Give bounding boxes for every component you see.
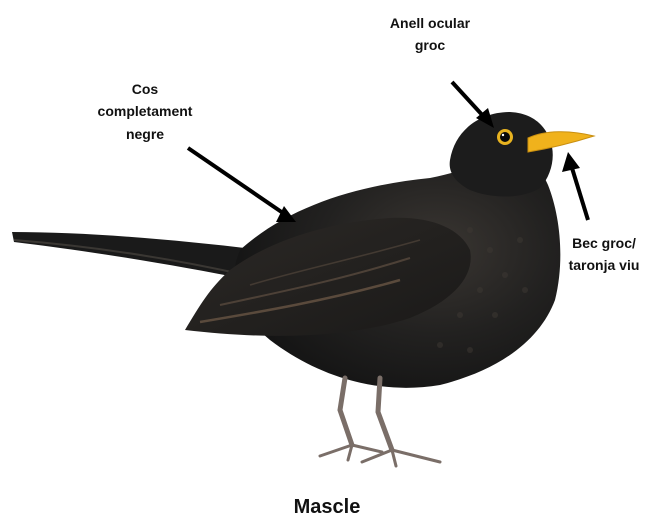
label-body-line1: Cos (70, 78, 220, 100)
eye-highlight (502, 134, 504, 136)
arrow-body (188, 148, 296, 222)
label-eye-ring-line1: Anell ocular (360, 12, 500, 34)
bird-feet (320, 445, 440, 466)
bird-eye (500, 132, 510, 142)
label-eye-ring: Anell ocular groc (360, 12, 500, 57)
arrow-eye-ring (452, 82, 494, 128)
arrow-beak (562, 152, 588, 220)
label-beak: Bec groc/ taronja viu (556, 232, 652, 277)
label-body: Cos completament negre (70, 78, 220, 145)
bird-beak (528, 132, 594, 152)
label-body-line3: negre (70, 123, 220, 145)
label-body-line2: completament (70, 100, 220, 122)
bird-tail (12, 232, 262, 280)
label-eye-ring-line2: groc (360, 34, 500, 56)
figure-caption: Mascle (0, 496, 654, 519)
bird-head (450, 112, 553, 197)
bird-legs (340, 378, 392, 450)
label-beak-line2: taronja viu (556, 254, 652, 276)
label-beak-line1: Bec groc/ (556, 232, 652, 254)
